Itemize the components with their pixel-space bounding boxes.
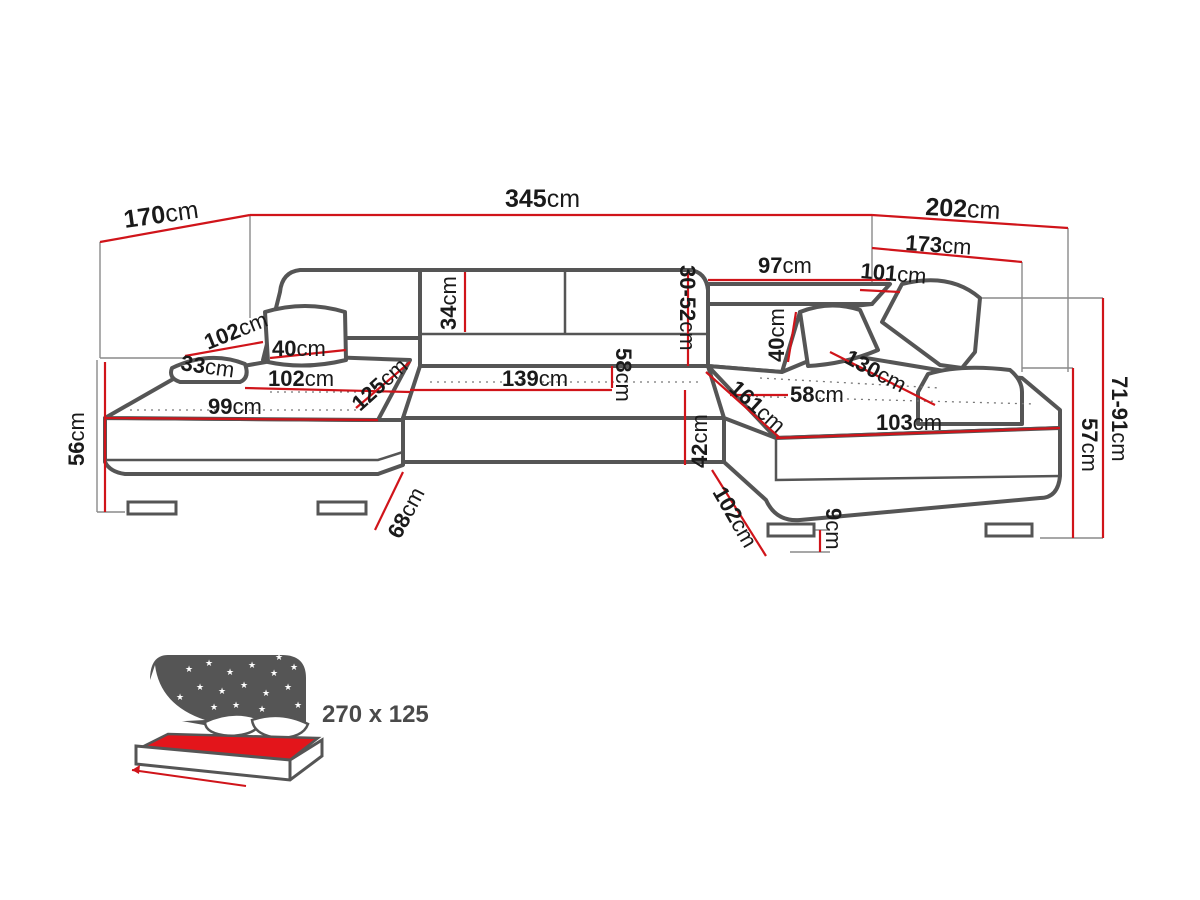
dim-right-back-length: 97cm [758,253,812,278]
dim-left-chaise-width: 99cm [208,394,262,419]
dim-left-pillow-width: 40cm [272,336,326,361]
svg-text:★: ★ [196,683,204,693]
dim-right-seat-depth: 58cm [790,382,844,407]
svg-text:★: ★ [270,669,278,679]
dim-right-pillow-width: 40cm [764,308,789,362]
dim-leg-height: 9cm [821,508,846,550]
dim-left-chaise-front: 68cm [382,483,429,542]
svg-text:★: ★ [275,653,283,663]
svg-text:★: ★ [290,663,298,673]
dim-total-height-range: 71-91cm [1107,376,1132,462]
dim-seat-depth: 58cm [611,348,636,402]
sofa-legs [126,500,1034,538]
center-base [401,416,726,464]
dim-left-pillow-height: 33cm [179,350,236,382]
dim-center-seat-width: 139cm [502,366,568,391]
svg-text:★: ★ [294,701,302,711]
right-chaise-base [722,416,1062,523]
svg-text:★: ★ [176,693,184,703]
svg-text:★: ★ [240,681,248,691]
dim-seat-height: 42cm [687,414,712,468]
dim-left-height: 56cm [64,412,89,466]
dim-right-chaise-width: 103cm [876,410,942,435]
dim-left-seat-width: 102cm [268,366,334,391]
svg-text:★: ★ [284,683,292,693]
svg-text:★: ★ [210,703,218,713]
sofa-drawing [103,268,1062,523]
svg-text:★: ★ [205,659,213,669]
dim-right-height: 57cm [1077,418,1102,472]
svg-text:★: ★ [226,668,234,678]
right-back [706,282,892,306]
dim-total-width: 345cm [505,185,580,213]
left-armrest-pillow [169,355,249,384]
svg-text:★: ★ [258,705,266,715]
svg-text:★: ★ [218,687,226,697]
dim-right-inner-depth: 173cm [905,230,973,260]
dim-right-depth: 202cm [925,193,1001,225]
dim-left-depth: 170cm [122,196,200,234]
bed-size-label: 270 x 125 [322,701,429,728]
svg-text:★: ★ [248,661,256,671]
dim-right-arm-length: 101cm [860,258,928,289]
svg-text:★: ★ [185,665,193,675]
dim-back-cushion-height: 34cm [436,276,461,330]
dim-right-chaise-front: 102cm [708,482,763,552]
moon-icon [149,665,205,722]
star-icon: ★★★ ★★★ ★★★ ★★★ ★★★ ★★ [176,653,302,715]
dim-headrest-height: 30-52cm [675,265,700,351]
svg-text:★: ★ [262,689,270,699]
measurement-lines [99,213,1105,557]
night-sky [150,655,306,730]
bed-function-icon: ★★★ ★★★ ★★★ ★★★ ★★★ ★★ [131,653,324,787]
left-pillow [263,304,348,368]
right-pillow [798,303,880,368]
left-chaise-base [103,416,405,476]
dimension-labels: 345cm 170cm 202cm 173cm 101cm 97cm 30-52… [64,185,1132,552]
right-headrest [880,278,982,370]
right-armrest [916,365,1024,426]
svg-text:★: ★ [232,701,240,711]
